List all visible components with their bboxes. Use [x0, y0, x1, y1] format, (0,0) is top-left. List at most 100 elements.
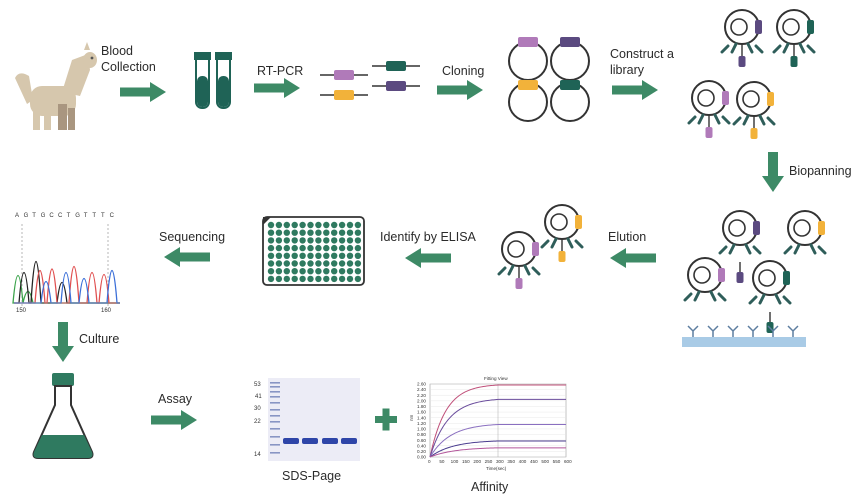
affinity-ytick: 0.40 — [417, 443, 426, 448]
arrow-culture-to-assay — [151, 410, 197, 430]
elisa-well — [291, 237, 298, 244]
sequence-base: C — [110, 213, 115, 219]
sds-marker-41: 41 — [255, 394, 262, 400]
elisa-well — [291, 252, 298, 259]
elisa-well — [315, 260, 322, 267]
elisa-well — [323, 260, 330, 267]
step-label-biopanning: Biopanning — [789, 164, 852, 178]
elisa-well — [307, 221, 314, 229]
step-label-assay: Assay — [158, 392, 193, 406]
sds-page-gel: 53 41 30 22 14 — [254, 378, 360, 461]
arrow-library-to-biopanning — [762, 152, 784, 192]
step-label-cloning: Cloning — [442, 64, 484, 78]
elisa-well — [331, 260, 338, 267]
elisa-well — [267, 275, 275, 283]
elisa-well — [283, 275, 290, 283]
sequence-base: G — [41, 213, 46, 219]
elisa-well — [354, 260, 362, 267]
phage-library-icon — [687, 9, 816, 139]
elisa-well — [283, 244, 290, 252]
elisa-well — [338, 244, 346, 252]
elisa-well — [267, 268, 275, 275]
arrow-biopanning-to-elution — [610, 248, 656, 268]
elisa-well — [283, 268, 290, 275]
sds-marker-14: 14 — [254, 452, 261, 458]
elisa-well — [291, 275, 298, 283]
affinity-ytick: 1.60 — [417, 410, 426, 415]
sequence-base: C — [58, 213, 63, 219]
biopanning-phages-icon — [683, 210, 827, 333]
phage-particle — [718, 210, 762, 255]
arrow-plasmids-to-library — [612, 80, 658, 100]
affinity-ytick: 1.00 — [417, 427, 426, 432]
arrow-elisa-to-sequencing — [164, 247, 210, 267]
elisa-well — [275, 221, 283, 229]
arrow-sequencing-to-culture — [52, 322, 74, 362]
elisa-well — [267, 252, 275, 259]
affinity-curve — [429, 398, 566, 458]
affinity-curve — [429, 440, 566, 458]
affinity-xtick: 500 — [541, 459, 549, 464]
elisa-well — [338, 221, 346, 229]
blood-collection-line-2: Collection — [101, 60, 156, 74]
elisa-well — [291, 260, 298, 267]
elisa-well — [323, 252, 330, 259]
step-label-rt-pcr: RT-PCR — [257, 64, 303, 78]
affinity-xtick: 50 — [439, 459, 445, 464]
elisa-well — [267, 244, 275, 252]
elisa-well — [283, 252, 290, 259]
phage-particle — [720, 9, 764, 67]
elisa-well — [323, 268, 330, 275]
elisa-well — [338, 275, 346, 283]
blood-collection-line-1: Blood — [101, 44, 133, 58]
elisa-well — [307, 244, 314, 252]
affinity-xtick: 150 — [462, 459, 470, 464]
elisa-well — [331, 268, 338, 275]
elisa-well — [275, 268, 283, 275]
elisa-well — [346, 252, 354, 259]
blood-tubes-icon — [194, 52, 232, 109]
sequence-base: T — [92, 213, 96, 219]
arrow-blood-to-tubes — [120, 82, 166, 102]
phage-particle — [783, 210, 827, 255]
affinity-ytick: 2.40 — [417, 387, 426, 392]
elisa-well — [354, 275, 362, 283]
affinity-ytick: 1.80 — [417, 404, 426, 409]
elisa-well — [299, 252, 306, 259]
elisa-well — [275, 275, 283, 283]
arrow-tubes-to-pcr — [254, 78, 300, 98]
affinity-curve — [429, 447, 566, 458]
elisa-well — [275, 237, 283, 244]
elisa-well — [299, 229, 306, 236]
sequence-base: G — [24, 213, 29, 219]
chromatogram-tick-150: 150 — [16, 308, 27, 314]
elisa-well — [275, 244, 283, 252]
step-label-sequencing: Sequencing — [159, 230, 225, 244]
affinity-xtick: 550 — [553, 459, 561, 464]
elisa-well — [291, 268, 298, 275]
phage-particle — [540, 204, 584, 262]
affinity-ytick: 0.60 — [417, 438, 426, 443]
elisa-well — [323, 237, 330, 244]
step-label-culture: Culture — [79, 332, 119, 346]
sequence-base: T — [32, 213, 36, 219]
affinity-curve — [429, 424, 566, 458]
elisa-well — [291, 221, 298, 229]
elisa-well — [338, 268, 346, 275]
elisa-well — [307, 237, 314, 244]
elisa-well — [323, 244, 330, 252]
elisa-well — [267, 260, 275, 267]
affinity-ytick: 0.00 — [417, 455, 426, 460]
elisa-well — [331, 252, 338, 259]
elisa-well — [323, 275, 330, 283]
elisa-well — [307, 268, 314, 275]
elisa-well — [315, 237, 322, 244]
elisa-well — [307, 275, 314, 283]
culture-flask-icon — [32, 373, 94, 459]
step-label-identify-elisa: Identify by ELISA — [380, 230, 477, 244]
arrow-elution-to-elisa — [405, 248, 451, 268]
elisa-well — [291, 244, 298, 252]
pcr-fragments-icon — [320, 61, 420, 100]
elisa-well — [354, 221, 362, 229]
